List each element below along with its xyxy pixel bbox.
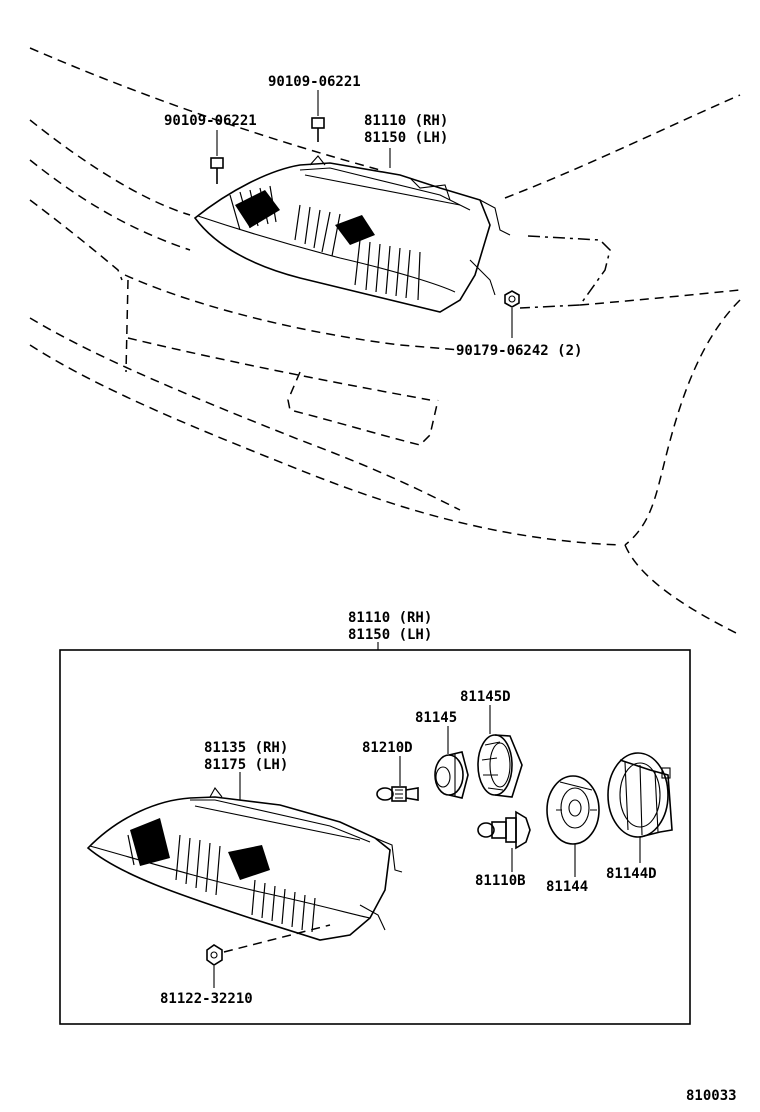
label-assy-box-lh: 81150 (LH) bbox=[348, 627, 432, 643]
label-bulb-main: 81110B bbox=[475, 873, 526, 889]
label-assy-top-lh: 81150 (LH) bbox=[364, 130, 448, 146]
label-clip: 81122-32210 bbox=[160, 991, 253, 1007]
nut-icon bbox=[504, 290, 520, 308]
label-bulb-small: 81210D bbox=[362, 740, 413, 756]
cap-cover-icon bbox=[607, 752, 673, 838]
label-assy-top-rh: 81110 (RH) bbox=[364, 113, 448, 129]
diagram-number: 810033 bbox=[686, 1088, 737, 1104]
label-lens-rh: 81135 (RH) bbox=[204, 740, 288, 756]
label-socket: 81145 bbox=[415, 710, 457, 726]
clip-guide-line bbox=[223, 924, 331, 953]
socket-cover-icon bbox=[477, 734, 523, 798]
headlamp-assembly-exploded bbox=[86, 787, 403, 941]
label-cap: 81144 bbox=[546, 879, 588, 895]
reflector-hatching-bottom bbox=[127, 818, 316, 933]
cap-icon bbox=[546, 775, 600, 845]
label-assy-box-rh: 81110 (RH) bbox=[348, 610, 432, 626]
reflector-hatching-top bbox=[229, 185, 421, 301]
parts-box bbox=[59, 649, 691, 1025]
label-bolt-top: 90109-06221 bbox=[268, 74, 361, 90]
headlamp-assembly-installed bbox=[193, 90, 520, 338]
bolt-left-icon bbox=[210, 157, 224, 184]
label-nut: 90179-06242 (2) bbox=[456, 343, 582, 359]
clip-icon bbox=[206, 944, 223, 966]
label-lens-lh: 81175 (LH) bbox=[204, 757, 288, 773]
main-bulb-icon bbox=[477, 810, 531, 850]
bolt-top-icon bbox=[311, 117, 325, 142]
label-cap-cover: 81144D bbox=[606, 866, 657, 882]
socket-icon bbox=[434, 751, 469, 799]
vehicle-body-outline bbox=[29, 47, 741, 636]
small-bulb-icon bbox=[376, 786, 419, 802]
label-bolt-left: 90109-06221 bbox=[164, 113, 257, 129]
label-socket-cover: 81145D bbox=[460, 689, 511, 705]
